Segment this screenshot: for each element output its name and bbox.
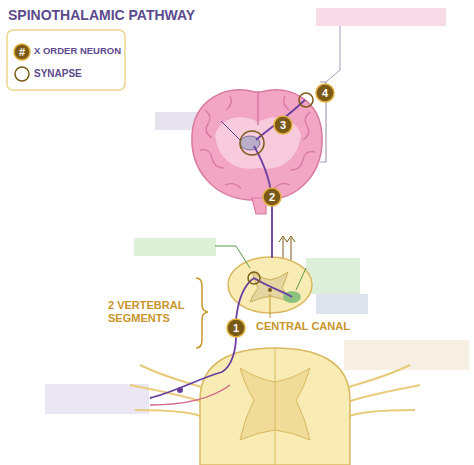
- sensory-fibre: [150, 385, 230, 405]
- leader-line: [326, 26, 340, 82]
- neuron-order-symbol: [14, 44, 30, 60]
- leader-line: [270, 294, 271, 318]
- structure-label: CENTRAL CANAL: [256, 320, 350, 333]
- legend-entry: SYNAPSE: [34, 68, 82, 80]
- hidden-label: [45, 384, 149, 414]
- central-canal: [268, 288, 272, 292]
- third-order-neuron: [256, 100, 305, 140]
- legend-entry: X ORDER NEURON: [34, 46, 121, 57]
- leader-line: [296, 268, 306, 290]
- first-order-neuron: [150, 336, 236, 398]
- midline: [257, 92, 259, 125]
- synapse-symbol: [15, 67, 29, 81]
- callout-number: 2: [269, 191, 275, 204]
- callout-circle: [227, 319, 245, 337]
- segment-label: 2 VERTEBRAL SEGMENTS: [108, 299, 192, 324]
- callout-circle: [316, 84, 334, 102]
- ganglion-cell: [177, 387, 183, 393]
- hidden-label: [306, 258, 360, 294]
- legend-symbol-text: #: [19, 46, 25, 59]
- callout-number: 3: [280, 119, 286, 132]
- first-order-neuron: [236, 278, 254, 320]
- gyri: [200, 96, 315, 189]
- callout-number: 4: [322, 87, 328, 100]
- synapse-circle: [299, 93, 313, 107]
- hidden-label: [344, 340, 469, 370]
- median-fissure: [275, 348, 276, 465]
- callout-number: 1: [233, 322, 239, 335]
- legend-frame: [7, 30, 125, 90]
- hidden-label: [134, 238, 216, 256]
- leader-line: [215, 246, 250, 268]
- leader-line: [221, 121, 240, 140]
- spinal-cord-section: [200, 348, 350, 465]
- hidden-label: [316, 294, 368, 314]
- synapse-circle: [248, 272, 260, 284]
- callout-circle: [263, 188, 281, 206]
- synapse-circle: [240, 131, 264, 155]
- diagram-title: SPINOTHALAMIC PATHWAY: [8, 7, 195, 23]
- hidden-label: [316, 8, 446, 26]
- callout-circle: [274, 116, 292, 134]
- brain: [192, 90, 322, 200]
- segment-bracket: [196, 278, 208, 348]
